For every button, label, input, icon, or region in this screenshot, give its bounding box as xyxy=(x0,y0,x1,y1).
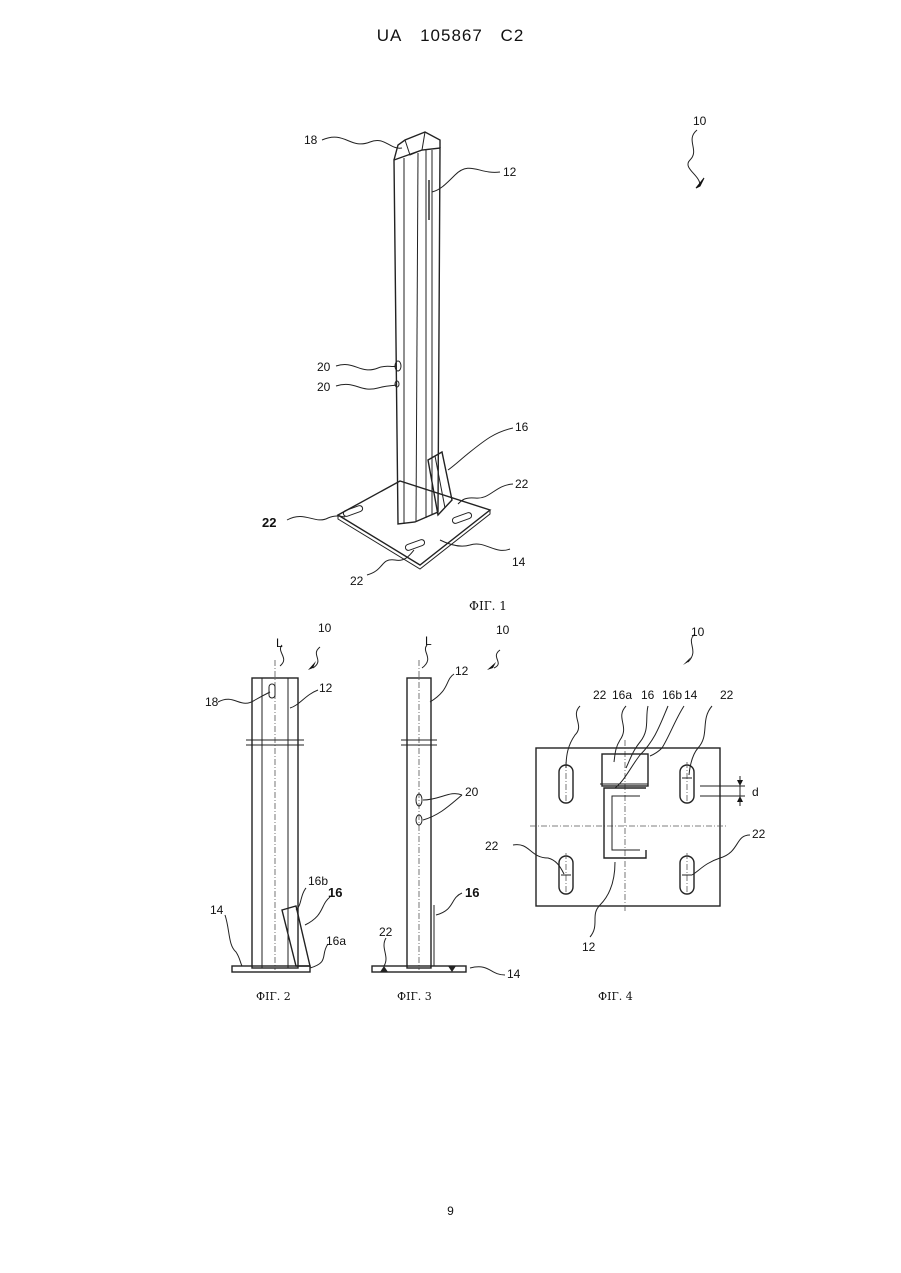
fig3-ref-14: 14 xyxy=(507,967,521,981)
fig1-ref-22a: 22 xyxy=(515,477,529,491)
page-number: 9 xyxy=(0,1204,901,1218)
fig4-ref-d: d xyxy=(752,785,759,799)
fig3-ref-12: 12 xyxy=(455,664,469,678)
fig4-ref-12: 12 xyxy=(582,940,596,954)
fig1-ref-16: 16 xyxy=(515,420,529,434)
fig4-ref-22d: 22 xyxy=(752,827,766,841)
fig3-ref-16: 16 xyxy=(465,885,479,900)
fig2-ref-10: 10 xyxy=(318,621,332,635)
fig4-ref-14: 14 xyxy=(684,688,698,702)
figure-1: 10 18 12 20 20 16 22 22 14 22 ФІГ. 1 xyxy=(262,114,707,613)
fig1-ref-22b: 22 xyxy=(262,515,276,530)
fig2-ref-14: 14 xyxy=(210,903,224,917)
fig4-ref-16: 16 xyxy=(641,688,655,702)
fig4-slots xyxy=(559,762,694,897)
figure-4: 10 22 16a 16 16b 14 22 d 22 22 12 ФІГ. 4 xyxy=(485,625,766,1003)
fig1-ref-20a: 20 xyxy=(317,360,331,374)
fig3-ref-L: L xyxy=(425,634,432,648)
plate-slots xyxy=(343,505,473,551)
fig4-ref-10: 10 xyxy=(691,625,705,639)
fig2-ref-18: 18 xyxy=(205,695,219,709)
fig4-ref-22a: 22 xyxy=(593,688,607,702)
fig1-ref-20b: 20 xyxy=(317,380,331,394)
figure-3: L 10 12 20 16 22 14 ФІГ. 3 xyxy=(372,623,521,1003)
fig2-ref-16a: 16a xyxy=(326,934,346,948)
fig4-ref-16a: 16a xyxy=(612,688,632,702)
fig4-ref-22b: 22 xyxy=(720,688,734,702)
fig1-ref-12: 12 xyxy=(503,165,517,179)
fig1-ref-14: 14 xyxy=(512,555,526,569)
fig1-caption: ФІГ. 1 xyxy=(469,599,507,613)
fig4-ref-16b: 16b xyxy=(662,688,682,702)
post-drawing xyxy=(394,132,440,524)
fig2-ref-12: 12 xyxy=(319,681,333,695)
fig3-caption: ФІГ. 3 xyxy=(397,990,432,1003)
fig3-ref-20: 20 xyxy=(465,785,479,799)
fig2-ref-16: 16 xyxy=(328,885,342,900)
fig3-ref-22: 22 xyxy=(379,925,393,939)
fig4-ref-22c: 22 xyxy=(485,839,499,853)
fig2-ref-16b: 16b xyxy=(308,874,328,888)
base-plate-drawing xyxy=(338,481,490,565)
fig1-ref-22c: 22 xyxy=(350,574,364,588)
fig3-ref-10: 10 xyxy=(496,623,510,637)
figure-2: L 10 18 12 16b 16 14 16a ФІГ. 2 xyxy=(205,621,346,1003)
fig2-caption: ФІГ. 2 xyxy=(256,990,291,1003)
fig4-caption: ФІГ. 4 xyxy=(598,990,633,1003)
fig1-ref-18: 18 xyxy=(304,133,318,147)
fig1-ref-10: 10 xyxy=(693,114,707,128)
fig2-ref-L: L xyxy=(276,636,283,650)
